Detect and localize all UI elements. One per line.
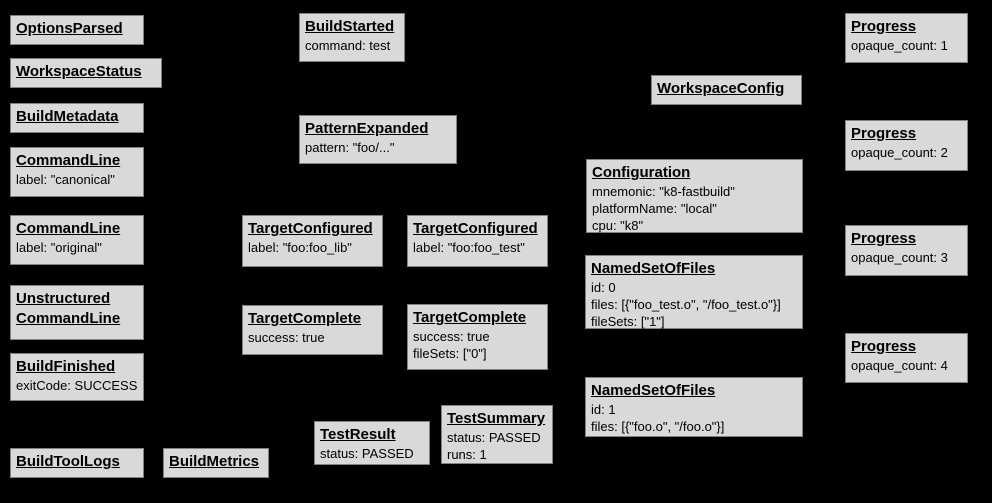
event-name-label: BuildStarted — [305, 18, 395, 35]
event-attrs-label: success: true fileSets: ["0"] — [413, 329, 490, 361]
event-attrs-label: opaque_count: 3 — [851, 250, 948, 265]
event-node-build-finished: BuildFinished exitCode: SUCCESS — [10, 353, 144, 401]
event-attrs-label: status: PASSED — [320, 446, 414, 461]
event-node-test-summary: TestSummary status: PASSED runs: 1 — [441, 405, 553, 464]
event-node-progress-1: Progress opaque_count: 1 — [845, 13, 968, 63]
event-attrs-label: status: PASSED runs: 1 — [447, 430, 541, 462]
event-name-label: TargetComplete — [248, 310, 362, 327]
event-name-label: BuildToolLogs — [16, 453, 120, 470]
event-node-build-metrics: BuildMetrics — [163, 448, 269, 478]
event-node-test-result: TestResult status: PASSED — [314, 421, 430, 465]
event-attrs-label: label: "canonical" — [16, 172, 115, 187]
event-attrs-label: label: "original" — [16, 240, 102, 255]
event-node-build-started: BuildStarted command: test — [299, 13, 405, 62]
event-node-progress-2: Progress opaque_count: 2 — [845, 120, 968, 171]
event-node-target-configured-foo-lib: TargetConfigured label: "foo:foo_lib" — [242, 215, 383, 267]
event-name-label: Unstructured CommandLine — [16, 290, 121, 327]
event-attrs-label: opaque_count: 2 — [851, 145, 948, 160]
event-node-build-tool-logs: BuildToolLogs — [10, 448, 144, 478]
event-name-label: BuildFinished — [16, 358, 116, 375]
event-name-label: Progress — [851, 338, 917, 355]
event-node-workspace-status: WorkspaceStatus — [10, 58, 162, 88]
event-name-label: Progress — [851, 125, 917, 142]
event-name-label: CommandLine — [16, 152, 121, 169]
event-attrs-label: opaque_count: 1 — [851, 38, 948, 53]
event-node-target-configured-foo-test: TargetConfigured label: "foo:foo_test" — [407, 215, 548, 267]
event-name-label: CommandLine — [16, 220, 121, 237]
event-node-target-complete-foo-test: TargetComplete success: true fileSets: [… — [407, 304, 548, 370]
event-node-pattern-expanded: PatternExpanded pattern: "foo/..." — [299, 115, 457, 164]
event-attrs-label: opaque_count: 4 — [851, 358, 948, 373]
event-attrs-label: mnemonic: "k8-fastbuild" platformName: "… — [592, 184, 735, 233]
event-attrs-label: label: "foo:foo_lib" — [248, 240, 352, 255]
event-name-label: PatternExpanded — [305, 120, 429, 137]
event-attrs-label: success: true — [248, 330, 325, 345]
event-name-label: TargetConfigured — [248, 220, 373, 237]
event-node-progress-4: Progress opaque_count: 4 — [845, 333, 968, 383]
event-name-label: OptionsParsed — [16, 20, 123, 37]
event-node-command-line-original: CommandLine label: "original" — [10, 215, 144, 265]
event-name-label: TargetComplete — [413, 309, 527, 326]
event-name-label: WorkspaceStatus — [16, 63, 142, 80]
event-attrs-label: command: test — [305, 38, 391, 53]
event-node-configuration: Configuration mnemonic: "k8-fastbuild" p… — [586, 159, 803, 233]
event-node-progress-3: Progress opaque_count: 3 — [845, 225, 968, 276]
event-node-named-set-of-files-1: NamedSetOfFiles id: 1 files: [{"foo.o", … — [585, 377, 803, 437]
event-node-unstructured-command-line: Unstructured CommandLine — [10, 285, 144, 340]
event-name-label: NamedSetOfFiles — [591, 260, 716, 277]
event-name-label: NamedSetOfFiles — [591, 382, 716, 399]
event-node-target-complete-foo-lib: TargetComplete success: true — [242, 305, 383, 355]
event-name-label: TestSummary — [447, 410, 546, 427]
event-attrs-label: id: 1 files: [{"foo.o", "/foo.o"}] — [591, 402, 725, 434]
event-name-label: Configuration — [592, 164, 691, 181]
event-attrs-label: exitCode: SUCCESS — [16, 378, 138, 393]
event-name-label: TargetConfigured — [413, 220, 538, 237]
event-node-options-parsed: OptionsParsed — [10, 15, 144, 45]
event-name-label: WorkspaceConfig — [657, 80, 785, 97]
event-attrs-label: id: 0 files: [{"foo_test.o", "/foo_test.… — [591, 280, 781, 329]
event-name-label: Progress — [851, 230, 917, 247]
event-node-build-metadata: BuildMetadata — [10, 103, 144, 133]
event-name-label: BuildMetadata — [16, 108, 119, 125]
event-name-label: BuildMetrics — [169, 453, 260, 470]
event-node-named-set-of-files-0: NamedSetOfFiles id: 0 files: [{"foo_test… — [585, 255, 803, 329]
event-name-label: Progress — [851, 18, 917, 35]
event-node-workspace-config: WorkspaceConfig — [651, 75, 802, 105]
event-name-label: TestResult — [320, 426, 396, 443]
event-attrs-label: label: "foo:foo_test" — [413, 240, 525, 255]
event-node-command-line-canonical: CommandLine label: "canonical" — [10, 147, 144, 197]
event-attrs-label: pattern: "foo/..." — [305, 140, 395, 155]
